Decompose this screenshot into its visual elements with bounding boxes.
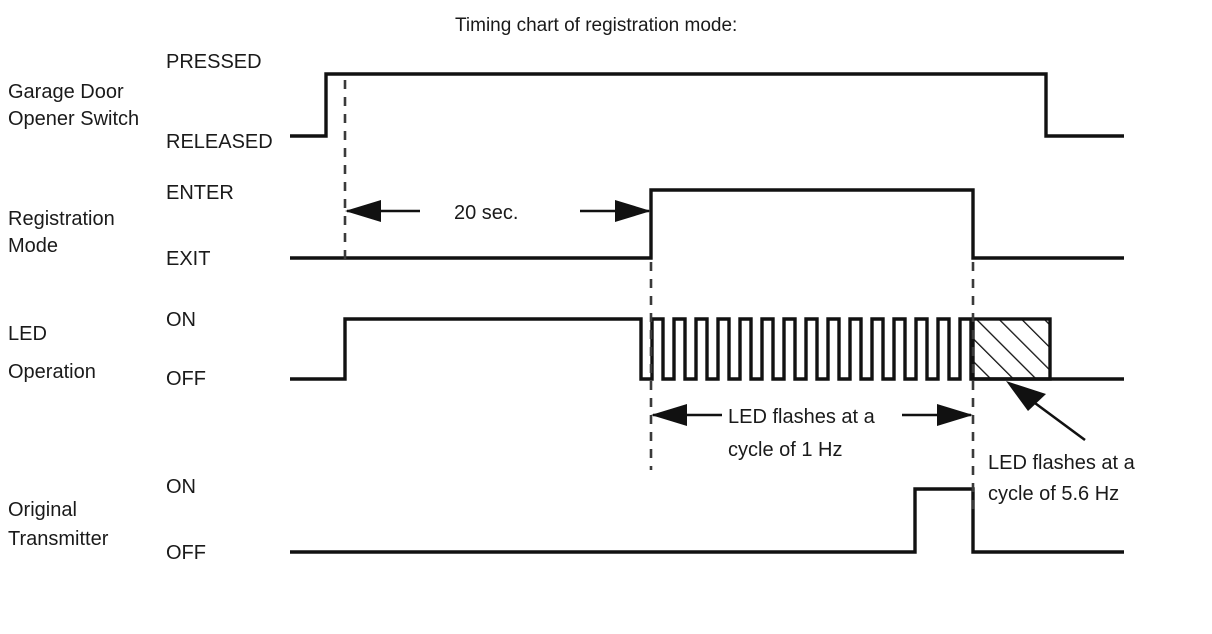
signal-label-original-transmitter-line2: Transmitter	[8, 528, 109, 550]
led-1hz-label-line2: cycle of 1 Hz	[728, 439, 842, 461]
waveform-garage-door-opener-switch	[290, 72, 1124, 138]
chart-title: Timing chart of registration mode:	[455, 15, 737, 36]
signal-row-registration-mode: Registration Mode ENTER EXIT	[8, 182, 1124, 270]
signal-label-original-transmitter-line1: Original	[8, 499, 77, 521]
waveform-original-transmitter	[290, 487, 1124, 554]
level-label-released: RELEASED	[166, 131, 273, 153]
duration-arrow-head-right	[615, 200, 651, 222]
level-label-transmitter-on: ON	[166, 476, 196, 498]
led-1hz-arrow-head-left	[651, 404, 687, 426]
duration-label: 20 sec.	[454, 202, 518, 224]
level-label-exit: EXIT	[166, 248, 210, 270]
signal-row-original-transmitter: Original Transmitter ON OFF	[8, 476, 1124, 564]
waveform-registration-mode	[290, 188, 1124, 260]
led-5p6hz-leader-arrow-head	[1006, 381, 1046, 411]
waveform-led-operation	[290, 317, 1124, 381]
signal-label-registration-mode-line2: Mode	[8, 235, 58, 257]
level-label-led-on: ON	[166, 309, 196, 331]
annotation-led-5p6hz: LED flashes at a cycle of 5.6 Hz	[988, 381, 1136, 505]
led-5p6hz-label-line1: LED flashes at a	[988, 452, 1136, 474]
signal-row-garage-door-opener-switch: Garage Door Opener Switch PRESSED RELEAS…	[8, 51, 1124, 153]
annotation-led-1hz: LED flashes at a cycle of 1 Hz	[651, 404, 973, 461]
led-1hz-arrow-head-right	[937, 404, 973, 426]
level-label-pressed: PRESSED	[166, 51, 262, 73]
annotation-duration-20sec: 20 sec.	[345, 200, 651, 224]
led-5p6hz-label-line2: cycle of 5.6 Hz	[988, 483, 1119, 505]
signal-label-garage-door-opener-switch-line1: Garage Door	[8, 81, 124, 103]
level-label-enter: ENTER	[166, 182, 234, 204]
signal-label-garage-door-opener-switch-line2: Opener Switch	[8, 108, 139, 130]
led-fast-flash-hatched-block	[971, 317, 1052, 381]
level-label-led-off: OFF	[166, 368, 206, 390]
signal-label-registration-mode-line1: Registration	[8, 208, 115, 230]
signal-row-led-operation: LED Operation ON OFF	[8, 309, 1124, 390]
signal-label-led-operation-line1: LED	[8, 323, 47, 345]
led-1hz-label-line1: LED flashes at a	[728, 406, 876, 428]
level-label-transmitter-off: OFF	[166, 542, 206, 564]
duration-arrow-head-left	[345, 200, 381, 222]
signal-label-led-operation-line2: Operation	[8, 361, 96, 383]
